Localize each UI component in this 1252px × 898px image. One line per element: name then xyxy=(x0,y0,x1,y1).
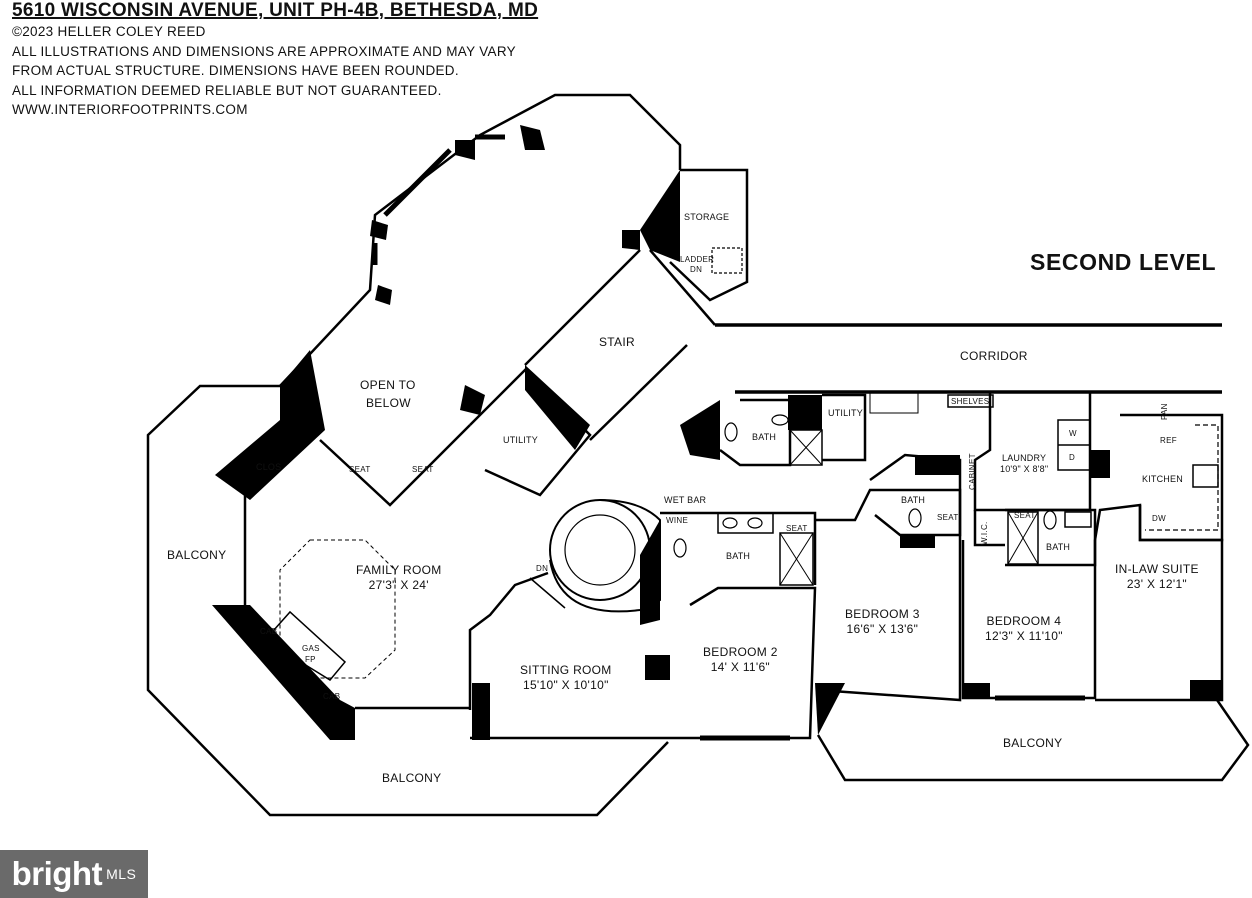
label-cab-2: CAB xyxy=(323,692,341,701)
label-clos: CLOS xyxy=(256,462,282,472)
label-w: W xyxy=(1069,429,1077,438)
in-law-suite-dim: 23' X 12'1" xyxy=(1126,577,1187,591)
label-cab-1: CAB xyxy=(260,627,278,636)
label-laundry: LAUNDRY 10'9" X 8'8" xyxy=(1000,453,1048,475)
label-bath-2: BATH xyxy=(726,551,751,561)
bedroom-2-dim: 14' X 11'6" xyxy=(710,660,770,674)
balcony-outline-east xyxy=(816,696,1250,782)
stair-line-lower xyxy=(589,344,688,441)
label-seat-2: SEAT xyxy=(412,465,434,474)
sitting-room-outline xyxy=(468,571,549,710)
wall-mass-fireplace xyxy=(212,605,355,740)
label-d: D xyxy=(1069,453,1076,462)
label-bath-1: BATH xyxy=(752,432,777,442)
level-title: SECOND LEVEL xyxy=(1030,249,1217,275)
bedroom-4-name: BEDROOM 4 xyxy=(986,614,1062,628)
label-open-to: OPEN TO xyxy=(360,378,416,392)
label-bedroom-3: BEDROOM 3 16'6" X 13'6" xyxy=(845,607,920,637)
sitting-room-dim: 15'10" X 10'10" xyxy=(522,678,609,692)
label-family-room: FAMILY ROOM 27'3" X 24' xyxy=(356,563,442,593)
bedroom-4-dim: 12'3" X 11'10" xyxy=(985,629,1063,643)
bedroom3-outline xyxy=(815,488,962,702)
label-wic: W.I.C. xyxy=(980,521,989,545)
label-seat-5: SEAT xyxy=(1014,511,1036,520)
disclaimer-line-3: ALL INFORMATION DEEMED RELIABLE BUT NOT … xyxy=(12,82,442,98)
label-bath-4: BATH xyxy=(1046,542,1071,552)
label-storage: STORAGE xyxy=(684,212,730,222)
label-balcony-west: BALCONY xyxy=(167,548,227,562)
label-wine: WINE xyxy=(666,516,689,525)
label-fp: FP xyxy=(305,655,316,664)
label-balcony-south: BALCONY xyxy=(382,771,442,785)
family-ceiling-dashed xyxy=(279,539,396,679)
website-line: WWW.INTERIORFOOTPRINTS.COM xyxy=(12,102,248,117)
label-cabinet: CABINET xyxy=(968,453,977,490)
label-bedroom-2: BEDROOM 2 14' X 11'6" xyxy=(703,645,778,675)
in-law-suite-name: IN-LAW SUITE xyxy=(1115,562,1199,576)
kitchen-outline xyxy=(1120,413,1224,542)
label-bath-3: BATH xyxy=(901,495,926,505)
label-dn: DN xyxy=(536,564,549,573)
family-room-name: FAMILY ROOM xyxy=(356,563,442,577)
bright-mls-logo: bright MLS xyxy=(0,850,148,898)
label-dw: DW xyxy=(1152,514,1166,523)
stair-diag xyxy=(649,249,716,326)
laundry-outline xyxy=(973,392,1092,512)
label-shelves: SHELVES xyxy=(951,397,990,406)
property-address: 5610 WISCONSIN AVENUE, UNIT PH-4B, BETHE… xyxy=(12,0,539,21)
label-seat-1: SEAT xyxy=(349,465,371,474)
wall-mass-west xyxy=(215,350,325,500)
label-gas: GAS xyxy=(302,644,320,653)
laundry-name: LAUNDRY xyxy=(1002,453,1047,463)
label-in-law-suite: IN-LAW SUITE 23' X 12'1" xyxy=(1115,562,1199,592)
label-bedroom-4: BEDROOM 4 12'3" X 11'10" xyxy=(985,614,1063,644)
bedroom-3-dim: 16'6" X 13'6" xyxy=(846,622,919,636)
label-wet-bar: WET BAR xyxy=(664,495,707,505)
storage-outline xyxy=(669,168,749,302)
label-sitting-room: SITTING ROOM 15'10" X 10'10" xyxy=(520,663,612,693)
bedroom-2-name: BEDROOM 2 xyxy=(703,645,778,659)
open-to-below-outline xyxy=(279,93,682,387)
label-utility-1: UTILITY xyxy=(503,435,538,445)
header-block: 5610 WISCONSIN AVENUE, UNIT PH-4B, BETHE… xyxy=(12,0,538,120)
inlaw-outline xyxy=(1093,503,1224,702)
disclaimer-line-1: ALL ILLUSTRATIONS AND DIMENSIONS ARE APP… xyxy=(12,43,516,59)
bath3-outline xyxy=(869,453,962,537)
label-stair: STAIR xyxy=(599,335,635,349)
label-pan: PAN xyxy=(1160,403,1169,420)
label-utility-2: UTILITY xyxy=(828,408,863,418)
label-below: BELOW xyxy=(366,396,411,410)
label-ladder-dn: DN xyxy=(690,265,703,274)
balcony-outline-west xyxy=(146,384,669,817)
label-kitchen: KITCHEN xyxy=(1142,474,1183,484)
stair-line-upper xyxy=(524,249,641,366)
label-seat-4: SEAT xyxy=(937,513,959,522)
label-corridor: CORRIDOR xyxy=(960,349,1028,363)
label-ref: REF xyxy=(1160,436,1177,445)
copyright-line: ©2023 HELLER COLEY REED xyxy=(12,24,206,39)
laundry-dim: 10'9" X 8'8" xyxy=(1000,464,1049,474)
mls-logo-text: MLS xyxy=(106,866,137,882)
label-balcony-east: BALCONY xyxy=(1003,736,1063,750)
label-seat-3: SEAT xyxy=(786,524,808,533)
seat-wall xyxy=(319,424,471,507)
disclaimer-line-2: FROM ACTUAL STRUCTURE. DIMENSIONS HAVE B… xyxy=(12,63,459,78)
sitting-room-name: SITTING ROOM xyxy=(520,663,612,677)
family-room-dim: 27'3" X 24' xyxy=(368,578,429,592)
bedroom-3-name: BEDROOM 3 xyxy=(845,607,920,621)
label-ladder: LADDER xyxy=(680,255,715,264)
bright-logo-text: bright xyxy=(11,855,103,892)
utility-outline xyxy=(469,368,592,497)
